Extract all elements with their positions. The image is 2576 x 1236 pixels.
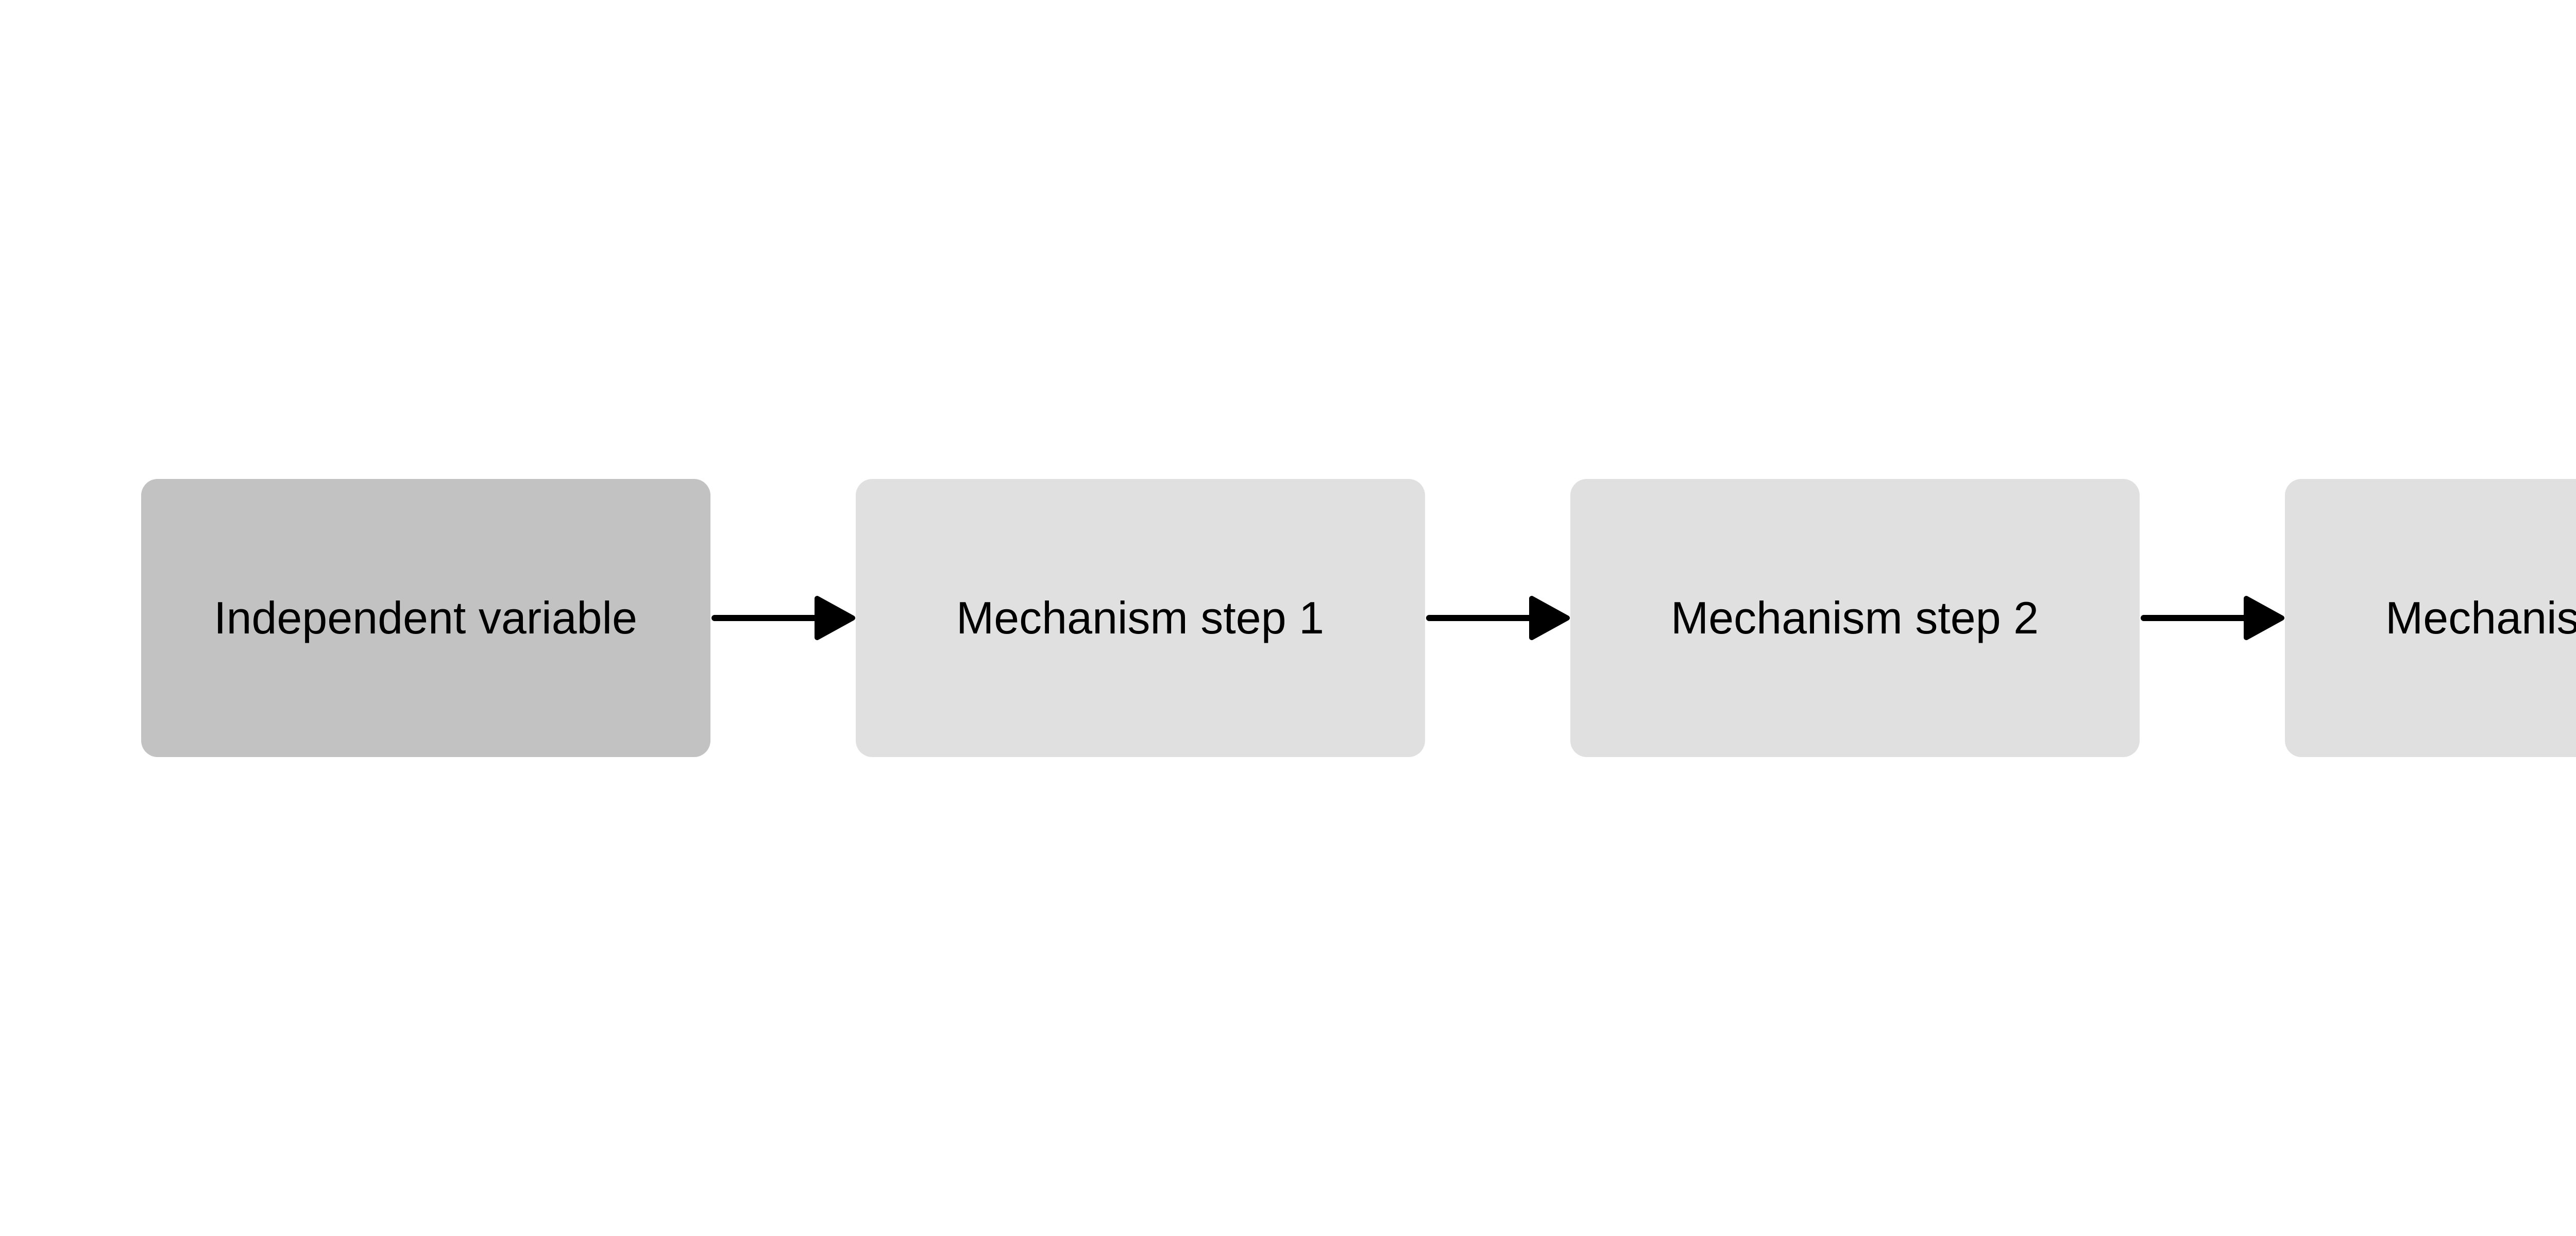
node-independent-variable: Independent variable xyxy=(141,479,710,757)
arrow-right-icon xyxy=(2140,596,2284,640)
node-label: Mechanism step 2 xyxy=(1670,592,2039,643)
edge-1 xyxy=(710,479,856,757)
arrow-right-icon xyxy=(711,596,855,640)
node-mechanism-step-3: Mechanism step 3 xyxy=(2284,479,2576,757)
node-mechanism-step-1: Mechanism step 1 xyxy=(855,479,1425,757)
flowchart: Independent variable Mechanism step 1 Me… xyxy=(141,479,2576,757)
node-mechanism-step-2: Mechanism step 2 xyxy=(1570,479,2140,757)
node-label: Mechanism step 1 xyxy=(956,592,1325,643)
arrow-right-icon xyxy=(1426,596,1570,640)
edge-3 xyxy=(2140,479,2285,757)
node-label: Independent variable xyxy=(214,592,637,643)
edge-2 xyxy=(1425,479,1570,757)
node-label: Mechanism step 3 xyxy=(2385,592,2576,643)
